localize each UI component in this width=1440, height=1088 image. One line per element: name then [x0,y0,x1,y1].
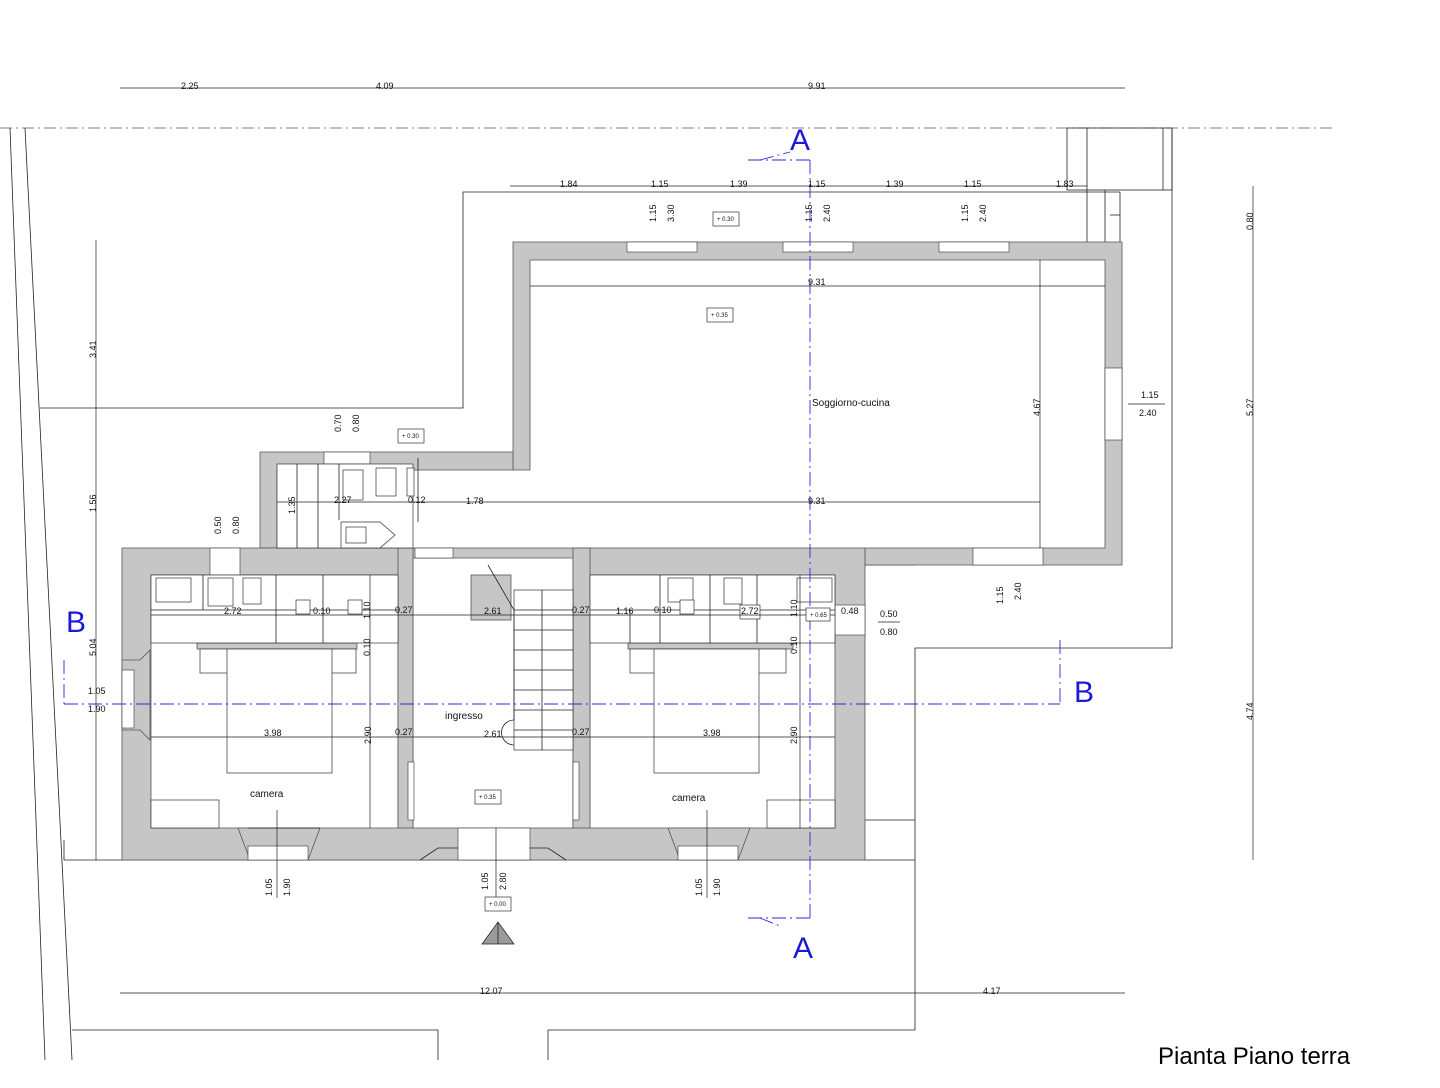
dim-label: 1.15 [964,179,982,189]
dim-label: 2.61 [484,606,502,616]
dim-label: 2.40 [1139,408,1157,418]
dim-label: 4.74 [1245,702,1255,720]
dim-label: 0.12 [408,495,426,505]
dim-label: 3.41 [88,340,98,358]
dim-label: 12.07 [480,986,503,996]
dim-label: 1.83 [1056,179,1074,189]
dim-label: 0.10 [362,638,372,656]
dim-label: 1.78 [466,496,484,506]
dim-label: 2.40 [822,204,832,222]
dim-label: 0.27 [395,727,413,737]
dim-label: 1.05 [480,872,490,890]
entrance-arrow [481,921,515,945]
room-bedroom-left-label: camera [250,789,284,800]
dim-label: 9.31 [808,496,826,506]
dim-label: 1.16 [616,606,634,616]
dim-label: 4.67 [1032,398,1042,416]
dim-label: 0.80 [351,414,361,432]
plan-title: Pianta Piano terra [1158,1043,1351,1070]
room-living-label: Soggiorno-cucina [812,398,890,409]
dim-label: 3.98 [264,728,282,738]
room-entrance-label: ingresso [445,711,483,722]
level-bath-right: + 0.65 [810,613,828,619]
section-b-right-label: B [1074,676,1094,709]
dim-label: 1.15 [648,204,658,222]
dim-label: 2.80 [498,872,508,890]
dim-label: 2.25 [181,81,199,91]
dim-label: 4.17 [983,986,1001,996]
bath-wall-right [627,642,794,650]
dim-label: 0.10 [313,606,331,616]
dim-label: 3.30 [666,204,676,222]
dim-label: 2.72 [224,606,242,616]
dim-label: 1.05 [264,878,274,896]
dim-label: 0.80 [1245,212,1255,230]
dim-label: 2.40 [1013,582,1023,600]
level-boxes [397,211,831,912]
fixtures [150,458,836,829]
dim-label: 3.98 [703,728,721,738]
dim-label: 4.09 [376,81,394,91]
dim-label: 5.27 [1245,398,1255,416]
dim-label: 1.15 [808,179,826,189]
dim-label: 0.27 [572,605,590,615]
dim-label: 1.90 [282,878,292,896]
dim-label: 1.10 [789,599,799,617]
dim-label: 2.72 [741,606,759,616]
dim-label: 0.27 [572,727,590,737]
dim-label: 2.61 [484,729,502,739]
dim-label: 1.84 [560,179,578,189]
dim-label: 2.27 [334,495,352,505]
dim-label: 1.05 [88,686,106,696]
dim-label: 0.10 [789,636,799,654]
dim-label: 1.15 [960,204,970,222]
dim-label: 0.10 [654,605,672,615]
dim-label: 5.04 [88,638,98,656]
dim-label: 9.91 [808,81,826,91]
section-a-bottom-label: A [793,932,813,965]
section-a-top-label: A [790,124,810,157]
dim-label: 1.15 [995,586,1005,604]
level-living: + 0.35 [711,313,729,319]
level-terrace: + 0.30 [402,434,420,440]
living-wall [512,241,1123,566]
dim-label: 9.31 [808,277,826,287]
dim-label: 1.56 [88,494,98,512]
dim-label: 2.90 [363,726,373,744]
level-entrance: + 0.35 [479,795,497,801]
section-b-left-label: B [66,606,86,639]
dim-label: 1.90 [88,704,106,714]
dim-label: 1.05 [694,878,704,896]
dim-label: 1.15 [804,204,814,222]
dim-label: 0.80 [231,516,241,534]
dim-label: 0.50 [880,609,898,619]
dim-label: 0.80 [880,627,898,637]
dimension-lines [95,87,1254,994]
staircase [487,564,574,751]
dim-label: 2.40 [978,204,988,222]
dim-label: 0.48 [841,606,859,616]
dim-label: 0.27 [395,605,413,615]
level-yard-top: + 0.30 [717,217,735,223]
level-outside: + 0.00 [489,902,507,908]
openings [121,241,1123,861]
dim-label: 1.39 [886,179,904,189]
walls [121,241,1123,861]
dim-label: 0.70 [333,414,343,432]
bath-wall-left [196,642,358,650]
dim-label: 2.90 [789,726,799,744]
dim-label: 1.15 [1141,390,1159,400]
dim-label: 1.15 [651,179,669,189]
dim-label: 1.39 [730,179,748,189]
dim-label: 0.50 [213,516,223,534]
dim-label: 1.35 [287,496,297,514]
dim-label: 1.10 [362,601,372,619]
dim-label: 1.90 [712,878,722,896]
stair-wall [470,574,512,621]
room-bedroom-right-label: camera [672,793,706,804]
